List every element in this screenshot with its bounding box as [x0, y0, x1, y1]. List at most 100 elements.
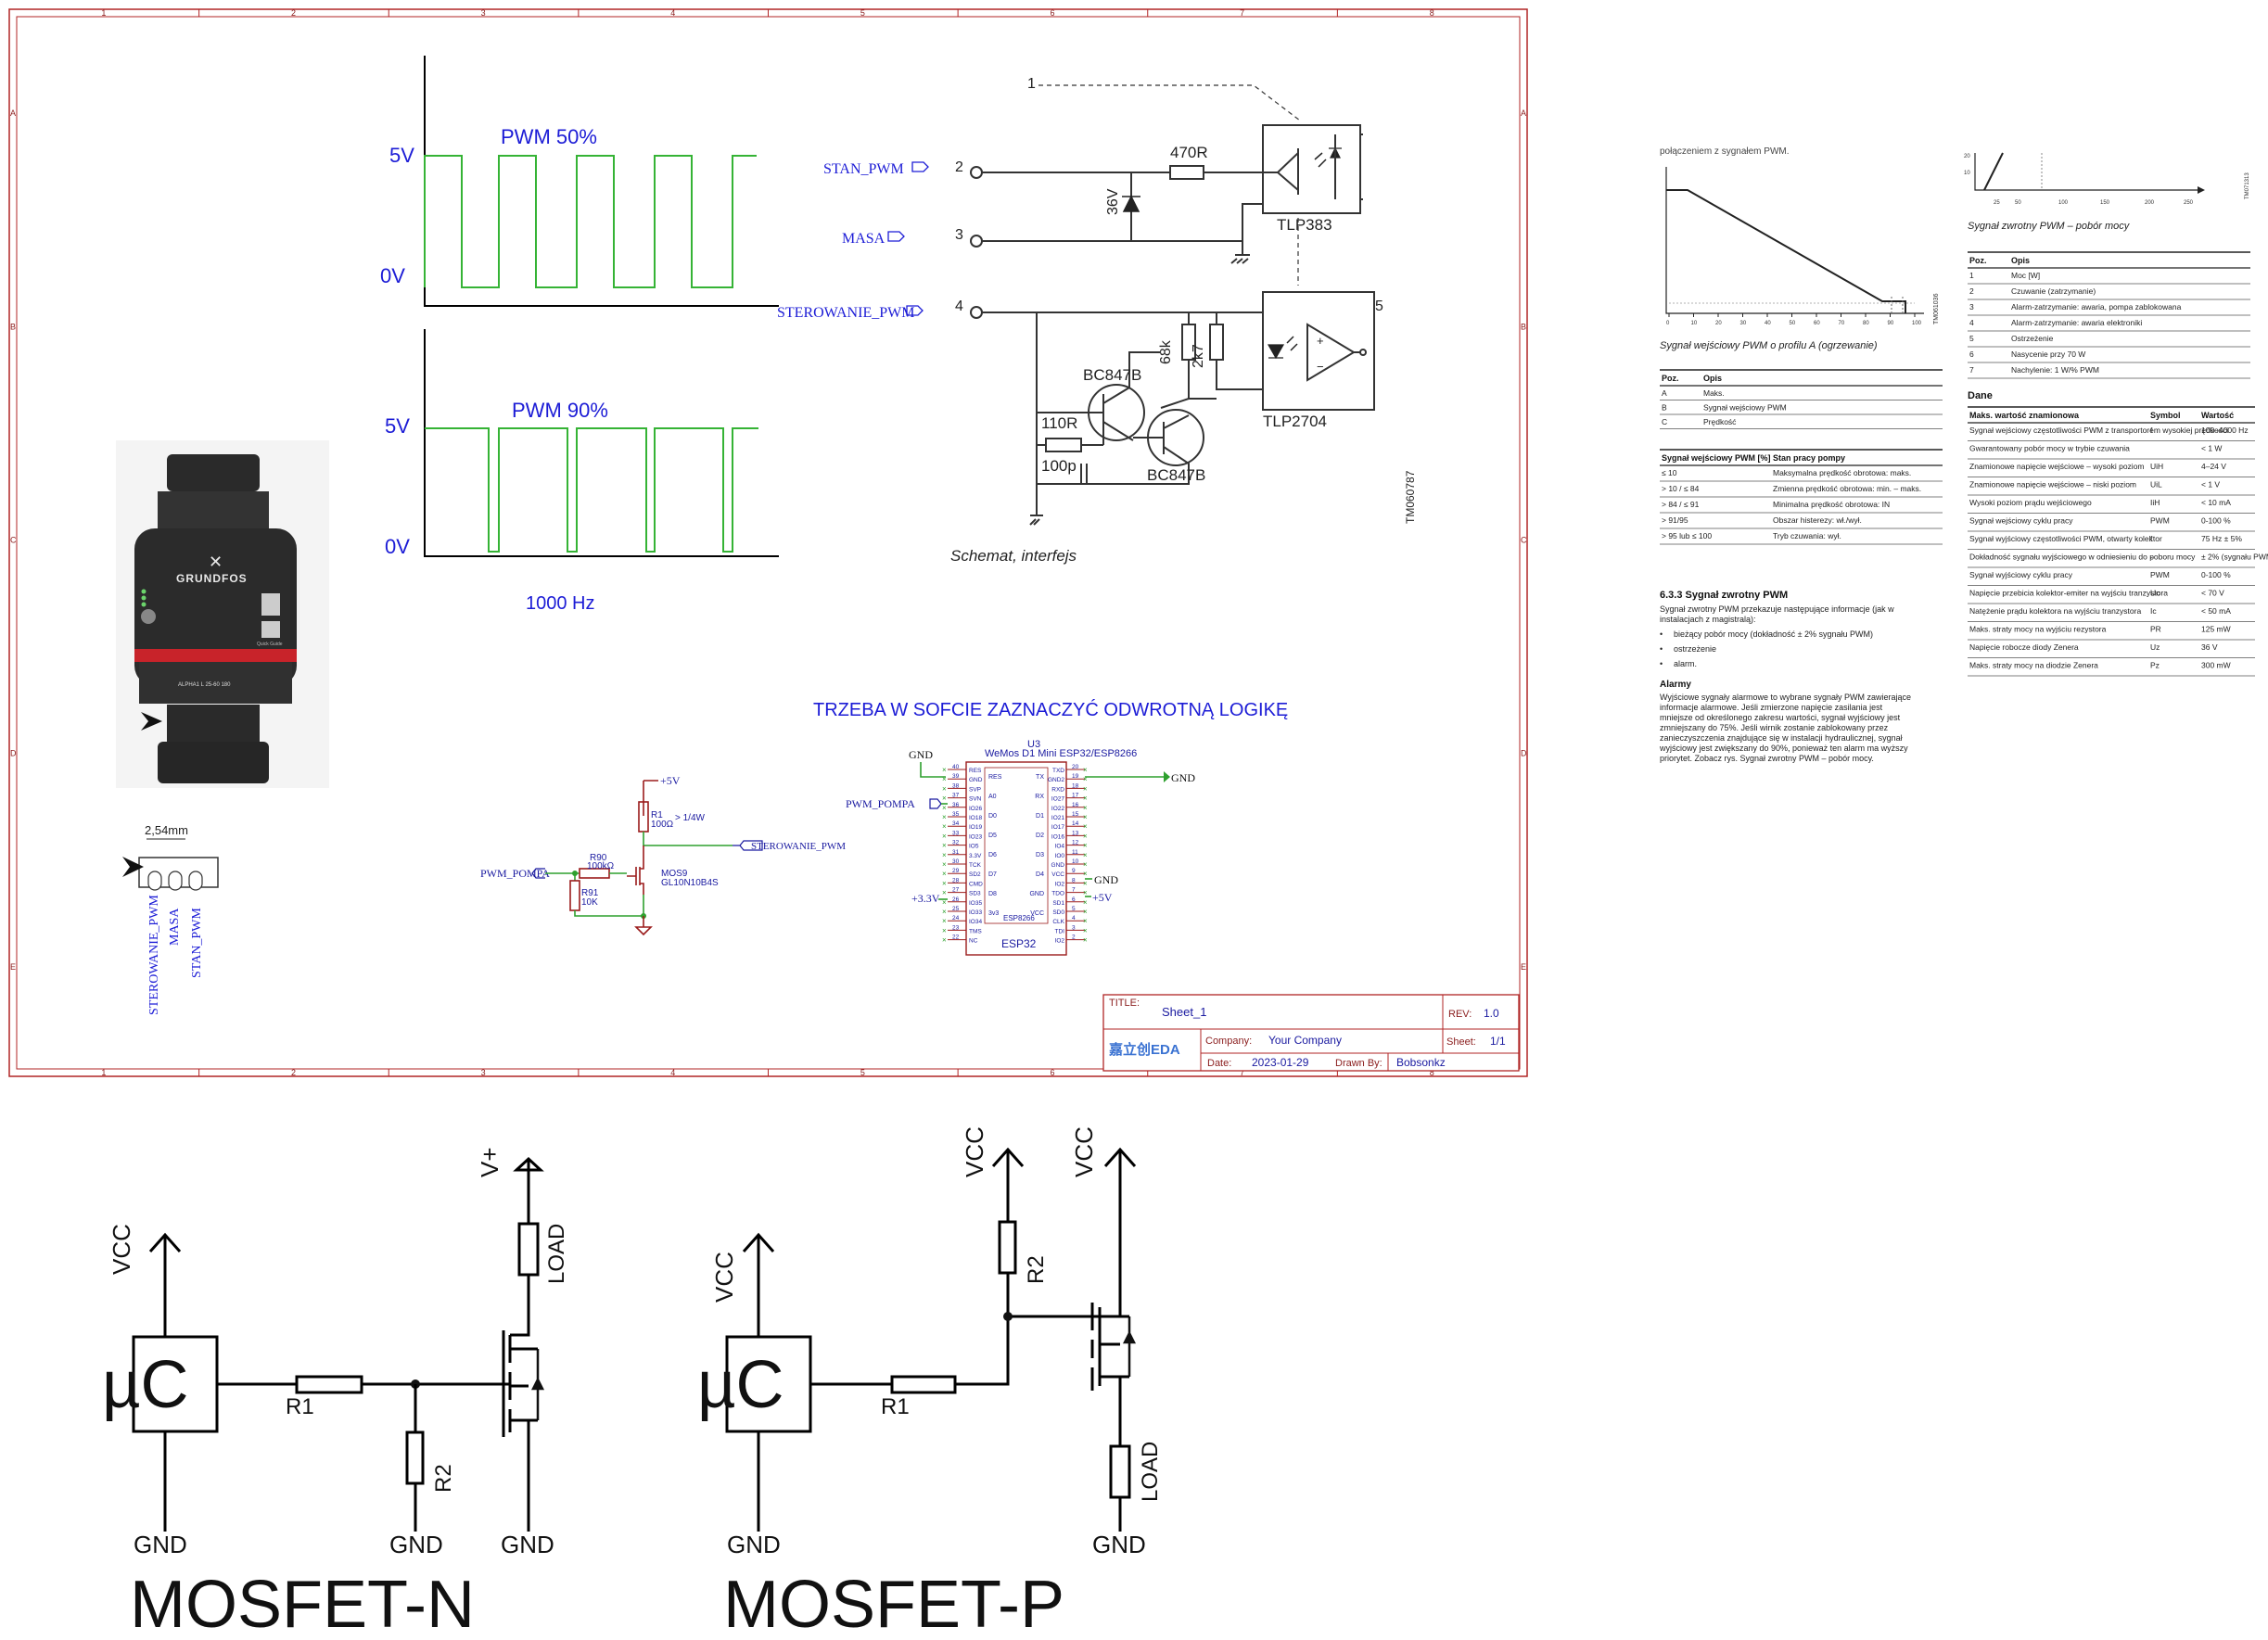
ds-state-cell: > 84 / ≤ 91	[1662, 500, 1700, 509]
title-block: TITLE: Sheet_1 REV: 1.0 嘉立创EDA Company: …	[1102, 994, 1520, 1072]
ds-poz2-cell: Moc [W]	[2011, 271, 2040, 280]
logic-note: TRZEBA W SOFCIE ZAZNACZYĆ ODWROTNĄ LOGIK…	[813, 699, 1288, 720]
net-masa: MASA	[842, 231, 886, 247]
interface-tm-code: TM060787	[1404, 470, 1417, 524]
mcu-left-pin-num: 23	[952, 924, 960, 931]
pump-image: GRUNDFOS ✕ Quick Guide ALPHA1 L 25-60 18…	[116, 440, 329, 788]
frame-col-top: 7	[1240, 8, 1244, 18]
frame-row-left: E	[10, 962, 16, 972]
mcu-nc-mark: ×	[1083, 766, 1088, 774]
mcu-net-pwm: PWM_POMPA	[846, 797, 915, 810]
mcu-ref: U3	[1027, 739, 1040, 750]
mcu-gnd-left: GND	[909, 748, 933, 761]
mosfet-p-vcc2: VCC	[961, 1126, 988, 1177]
mosfet-n-gnd3: GND	[501, 1531, 554, 1558]
ds-dane-cell: Napięcie przebicia kolektor-emiter na wy…	[1969, 589, 2168, 598]
mosfet-n-vcc: VCC	[108, 1224, 135, 1275]
ds-state-cell: ≤ 10	[1662, 468, 1677, 477]
mcu-right-pin: GND2	[1048, 777, 1064, 783]
resistor-r91-ref: R91	[581, 888, 599, 898]
ds-poz2-cell: 6	[1969, 350, 1974, 359]
mcu-nc-mark: ×	[942, 822, 947, 831]
mosfet-p-r2-label: R2	[1024, 1255, 1049, 1284]
mcu-left-pin-num: 30	[952, 858, 960, 865]
mcu-nc-mark: ×	[942, 879, 947, 887]
resistor-r1-value: 100Ω	[651, 820, 674, 830]
frame-col-bottom: 1	[101, 1068, 106, 1077]
mcu-right-pin-num: 2	[1072, 934, 1076, 941]
mcu-nc-mark: ×	[1083, 889, 1088, 897]
company-label: Company:	[1205, 1036, 1252, 1047]
pwm90-0v: 0V	[385, 535, 410, 558]
mcu-left-pin: SVN	[969, 796, 982, 803]
mcu-nc-mark: ×	[1083, 870, 1088, 878]
pwm50-5v: 5V	[389, 144, 414, 167]
mcu-left-pin: SD2	[969, 871, 981, 878]
driver-5v: +5V	[660, 774, 681, 787]
ds-state-cell: Zmienna prędkość obrotowa: min. – maks.	[1773, 484, 1921, 493]
ds-bullet-icon: •	[1660, 644, 1663, 654]
mosfet-n-r2-label: R2	[431, 1464, 456, 1493]
mcu-nc-mark: ×	[942, 889, 947, 897]
mosfet-p-uc: µC	[697, 1348, 784, 1422]
ds-state-cell: Minimalna prędkość obrotowa: IN	[1773, 500, 1890, 509]
ds-small-xtick: 200	[2145, 200, 2155, 206]
ds-poz1-cell: A	[1662, 388, 1667, 398]
pump-qr-code	[261, 593, 280, 616]
ds-section-line: instalacjach z magistralą):	[1660, 615, 1756, 624]
mcu-left-pin: TCK	[969, 862, 982, 869]
mcu-inner-right-pin: VCC	[1030, 910, 1044, 917]
mcu-right-pin: IO22	[1051, 806, 1064, 812]
pwm-driver-circuit: +5V R1 100Ω > 1/4W STEROWANIE_PWM MOS9 G…	[480, 774, 846, 936]
interface-pin-3: 3	[955, 227, 963, 243]
tlp2704-label: TLP2704	[1263, 413, 1327, 430]
ds-chart-xtick: 10	[1691, 321, 1698, 326]
mosfet-p-load	[1109, 1444, 1131, 1499]
mcu-left-pin-num: 38	[952, 782, 960, 789]
zener-36v-label: 36V	[1105, 188, 1121, 215]
mcu-nc-mark: ×	[1083, 775, 1088, 783]
ds-dane-header: Wartość	[2201, 411, 2234, 420]
mcu-nc-mark: ×	[1083, 917, 1088, 925]
mcu-right-pin-num: 10	[1072, 858, 1079, 865]
ds-poz1-header: Opis	[1703, 374, 1722, 383]
resistor-r90-value: 100kΩ	[587, 861, 615, 871]
mcu-left-pin-num: 40	[952, 764, 960, 770]
ds-small-xtick: 250	[2184, 200, 2194, 206]
mcu-left-pin: IO19	[969, 824, 982, 831]
connector-footprint: 2,54mm STEROWANIE_PWM MASA STAN_PWM	[122, 823, 219, 1015]
mcu-left-pin: IO35	[969, 900, 982, 907]
mcu-nc-mark: ×	[1083, 898, 1088, 907]
ds-chart-xtick: 50	[1790, 321, 1796, 326]
mcu-right-pin-num: 5	[1072, 906, 1076, 912]
frame-row-right: A	[1521, 108, 1526, 118]
ds-dane-cell: < 70 V	[2201, 589, 2224, 598]
mcu-right-pin-num: 12	[1072, 840, 1079, 846]
mcu-nc-mark: ×	[942, 851, 947, 859]
ds-chart-xtick: 90	[1888, 321, 1894, 326]
ds-small-xtick: 100	[2058, 200, 2069, 206]
mcu-nc-mark: ×	[1083, 936, 1088, 945]
drawn-label: Drawn By:	[1335, 1058, 1382, 1069]
frame-col-bottom: 8	[1430, 1068, 1434, 1077]
ds-dane-cell: Znamionowe napięcie wejściowe – niski po…	[1969, 480, 2136, 489]
frame-col-top: 6	[1050, 8, 1054, 18]
ds-dane-cell: Maks. straty mocy na wyjściu rezystora	[1969, 625, 2107, 634]
mcu-right-pin-num: 9	[1072, 868, 1076, 874]
frame-row-right: C	[1521, 536, 1527, 545]
mcu-right-pin: SD0	[1052, 909, 1064, 916]
frame-col-top: 1	[101, 8, 106, 18]
ds-bullet: ostrzeżenie	[1674, 644, 1716, 654]
frame-col-bottom: 2	[291, 1068, 296, 1077]
mcu-inner-right-pin: GND	[1029, 891, 1044, 897]
ds-poz2-cell: 5	[1969, 334, 1974, 343]
mcu-inner-right-pin: D3	[1036, 852, 1044, 858]
mcu-inner-left-pin: D0	[988, 813, 997, 820]
ds-dane-cell: Napięcie robocze diody Zenera	[1969, 642, 2079, 652]
mcu-right-pin-num: 20	[1072, 764, 1079, 770]
mcu-left-pin: IO18	[969, 815, 982, 821]
tlp2704-body	[1262, 291, 1375, 411]
mcu-sub-label: ESP8266	[1003, 914, 1035, 922]
driver-out-net: STEROWANIE_PWM	[751, 841, 846, 852]
